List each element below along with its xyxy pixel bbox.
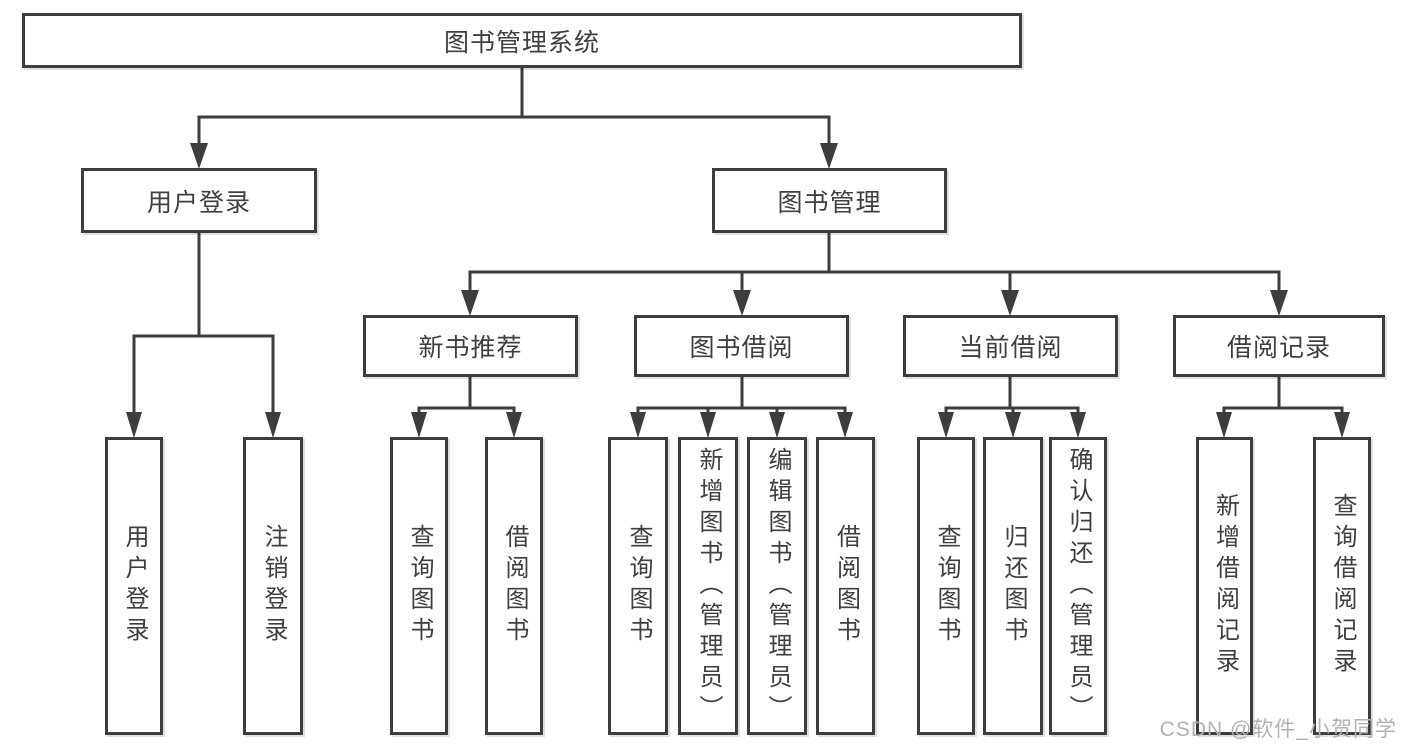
arrow-icon <box>733 290 751 316</box>
node-leaf-logout: 注销登录 <box>243 437 303 735</box>
arrow-icon <box>190 143 208 169</box>
node-borrow-edit-book-label: 编辑图书（管理员） <box>764 446 791 726</box>
arrow-icon <box>461 290 479 316</box>
node-current-return-book: 归还图书 <box>983 437 1043 735</box>
node-rec-query-book: 查询图书 <box>390 437 448 735</box>
arrow-icon <box>938 412 954 438</box>
node-book-management-label: 图书管理 <box>777 188 882 217</box>
node-records-query-record: 查询借阅记录 <box>1313 437 1371 735</box>
arrow-icon <box>769 412 785 438</box>
node-borrow-records: 借阅记录 <box>1173 315 1385 377</box>
node-book-management: 图书管理 <box>712 168 947 233</box>
node-borrow-borrow-book: 借阅图书 <box>816 437 875 735</box>
node-records-add-record-label: 新增借阅记录 <box>1211 493 1239 679</box>
node-user-login-label: 用户登录 <box>146 188 251 217</box>
csdn-watermark: CSDN @软件_小贺同学 <box>1159 718 1397 741</box>
arrow-icon <box>506 412 522 438</box>
node-rec-borrow-book: 借阅图书 <box>485 437 543 735</box>
node-records-query-record-label: 查询借阅记录 <box>1329 493 1356 679</box>
node-current-query-book-label: 查询图书 <box>933 524 960 648</box>
node-leaf-user-login: 用户登录 <box>105 437 163 735</box>
arrow-icon <box>1216 412 1232 438</box>
node-borrow-add-book-label: 新增图书（管理员） <box>695 446 722 726</box>
node-current-return-book-label: 归还图书 <box>1000 524 1027 648</box>
node-leaf-logout-label: 注销登录 <box>260 524 287 648</box>
arrow-icon <box>700 412 716 438</box>
arrow-icon <box>265 412 281 438</box>
node-current-borrowing-label: 当前借阅 <box>958 334 1063 362</box>
node-records-add-record: 新增借阅记录 <box>1196 437 1253 735</box>
node-new-book-recommend: 新书推荐 <box>363 315 578 377</box>
arrow-icon <box>126 412 142 438</box>
arrow-icon <box>1070 412 1086 438</box>
node-borrow-add-book: 新增图书（管理员） <box>678 437 738 735</box>
arrow-icon <box>1334 412 1350 438</box>
arrow-icon <box>1005 412 1021 438</box>
arrow-icon <box>1270 290 1288 316</box>
node-root: 图书管理系统 <box>22 13 1022 68</box>
node-rec-borrow-book-label: 借阅图书 <box>501 524 528 648</box>
node-current-query-book: 查询图书 <box>917 437 975 735</box>
arrow-icon <box>837 412 853 438</box>
connector-root-to-level1 <box>197 68 831 152</box>
node-book-borrowing-label: 图书借阅 <box>689 334 794 362</box>
connector-bookborrow-to-leaves <box>636 377 847 420</box>
connector-userlogin-to-leaves <box>132 233 275 420</box>
node-leaf-user-login-label: 用户登录 <box>121 524 148 648</box>
node-borrow-records-label: 借阅记录 <box>1226 334 1331 362</box>
node-user-login: 用户登录 <box>81 168 317 233</box>
arrow-icon <box>1001 290 1019 316</box>
node-borrow-edit-book: 编辑图书（管理员） <box>747 437 807 735</box>
node-borrow-borrow-book-label: 借阅图书 <box>832 524 860 648</box>
node-borrow-query-book: 查询图书 <box>608 437 668 735</box>
node-borrow-query-book-label: 查询图书 <box>625 524 652 648</box>
node-current-confirm-return-label: 确认归还（管理员） <box>1065 446 1092 726</box>
node-root-label: 图书管理系统 <box>443 28 600 57</box>
node-current-confirm-return: 确认归还（管理员） <box>1049 437 1107 735</box>
arrowheads <box>126 143 1350 438</box>
arrow-icon <box>820 143 838 169</box>
arrow-icon <box>630 412 646 438</box>
connector-borrowrecords-to-leaves <box>1222 377 1344 420</box>
node-current-borrowing: 当前借阅 <box>903 315 1118 377</box>
node-rec-query-book-label: 查询图书 <box>406 524 433 648</box>
node-book-borrowing: 图书借阅 <box>634 315 849 377</box>
connector-newbookrec-to-leaves <box>417 377 516 420</box>
connector-bookmgmt-to-level2 <box>468 233 1281 298</box>
node-new-book-recommend-label: 新书推荐 <box>418 334 523 362</box>
arrow-icon <box>411 412 427 438</box>
